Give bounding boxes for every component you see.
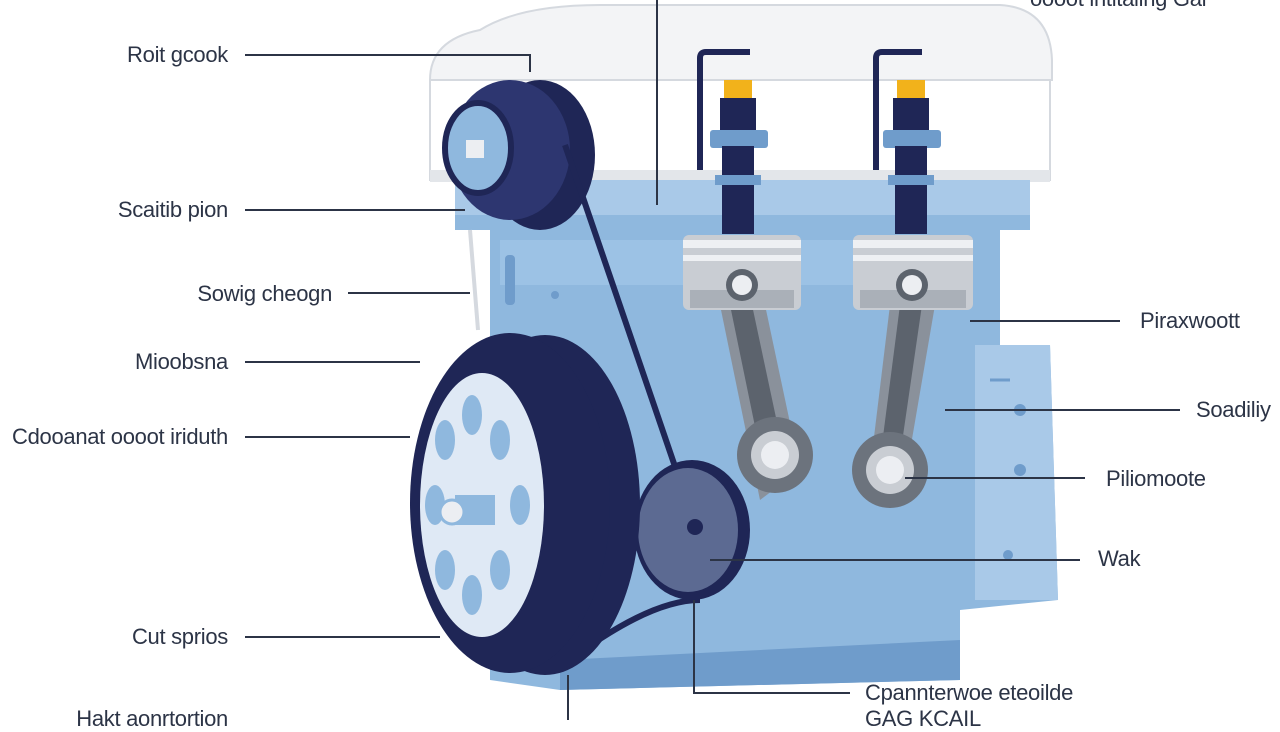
label-left-2: Scaitib pion (117, 197, 228, 222)
spark-plug-right (873, 49, 941, 234)
label-left-3: Sowig cheogn (197, 281, 332, 306)
spark-plug-left (697, 49, 768, 234)
top-pulley-icon (442, 80, 595, 230)
label-left-7: Hakt aonrtortion (76, 706, 228, 731)
label-right-4: Wak (1098, 546, 1141, 571)
label-left-4: Mioobsna (135, 349, 228, 374)
crank-pulley-icon (410, 333, 640, 675)
piston-left (683, 235, 813, 500)
label-left-5: Cdooanat oooot iriduth (11, 424, 228, 449)
label-top-right: oooot intitaling Gar (1030, 0, 1209, 12)
label-bottom-1: Cpannterwoe eteoilde (865, 680, 1074, 705)
label-left-1: Roit gcook (127, 42, 228, 67)
label-bottom-2: GAG KCAIL (865, 706, 981, 731)
label-right-3: Piliomoote (1106, 466, 1206, 491)
label-right-1: Piraxwoott (1140, 308, 1240, 333)
tensioner-pulley-icon (634, 460, 750, 600)
piston-right (852, 235, 973, 508)
label-right-2: Soadiliy (1196, 397, 1271, 422)
label-left-6: Cut sprios (131, 624, 228, 649)
leader-lines (245, 0, 1180, 720)
